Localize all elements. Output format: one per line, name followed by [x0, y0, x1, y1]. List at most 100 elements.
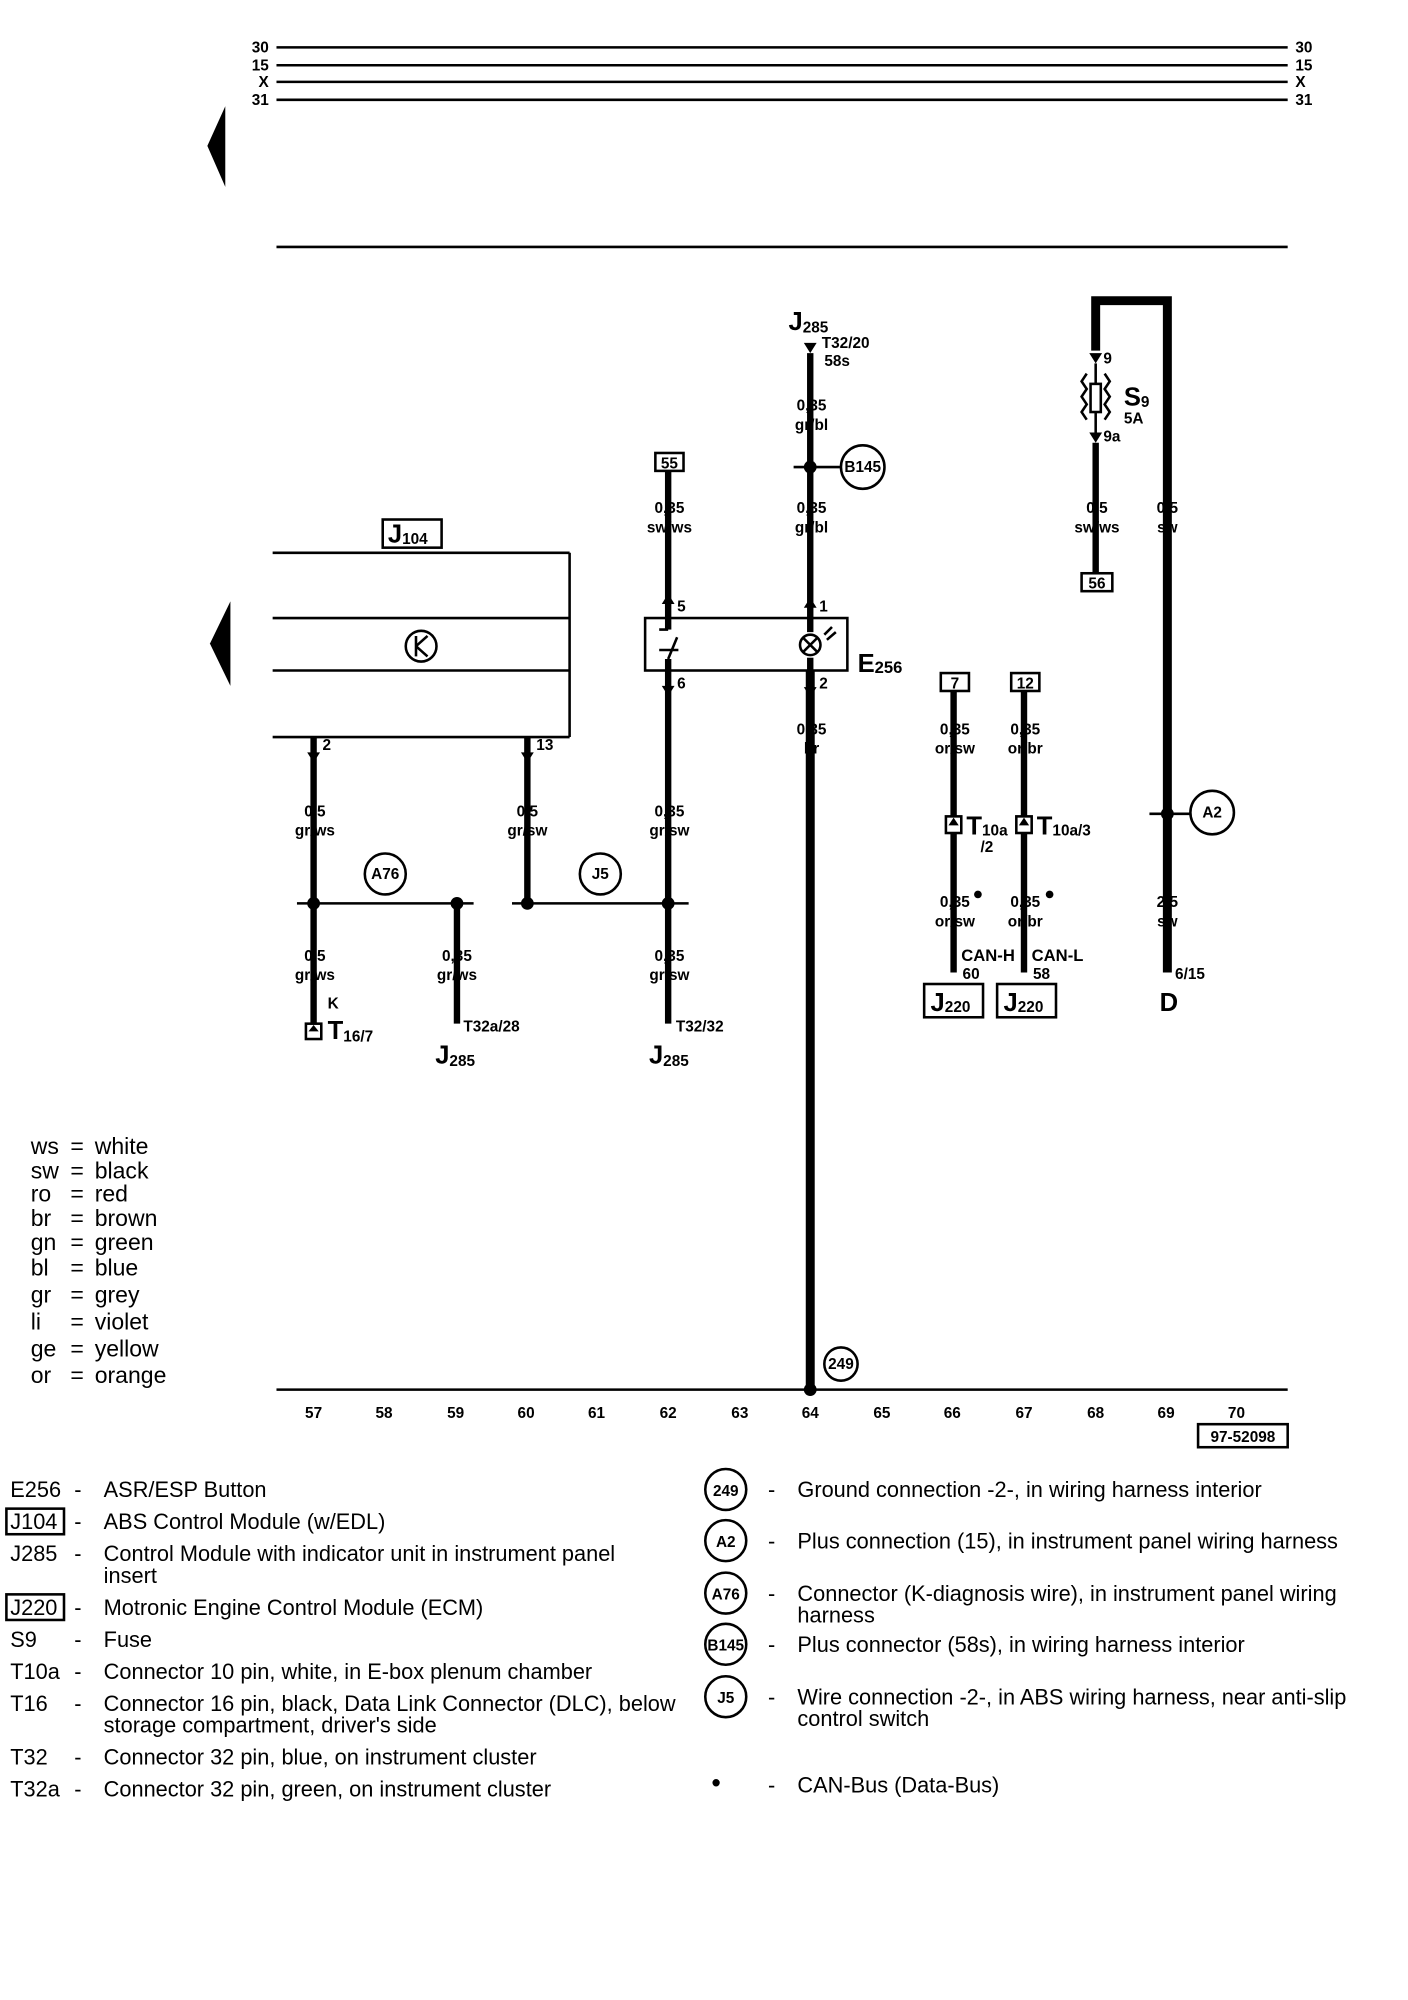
rail-label-right: 30 [1295, 39, 1312, 56]
legend-symbol-circle [704, 1622, 748, 1667]
legend-desc: Wire connection -2-, in ABS wiring harne… [797, 1684, 1346, 1709]
wire-size: 0,5 [1157, 500, 1179, 517]
legend-code: J104 [10, 1509, 57, 1534]
legend-dash: - [768, 1528, 775, 1553]
legend-symbol-circle [704, 1674, 748, 1719]
color-eq: = [70, 1133, 83, 1159]
k-line-group: 2 0,5 gr/ws A76 0,5 gr/ws K T16/7 0,35 g… [295, 737, 520, 1070]
legend-dash: - [74, 1595, 81, 1620]
color-name: black [95, 1158, 149, 1184]
terminal-box-56 [1080, 571, 1114, 593]
legend-code: T10a [10, 1659, 60, 1684]
wire-size: 0,35 [797, 500, 827, 517]
j285-label: J285 [788, 308, 828, 337]
light-ray-icon [823, 626, 837, 641]
wire-size: 0,35 [797, 398, 827, 415]
legend-desc: Connector 32 pin, green, on instrument c… [104, 1777, 551, 1802]
legend-code: E256 [10, 1477, 61, 1502]
legend-desc: harness [797, 1603, 875, 1628]
wire-color: gr/sw [507, 823, 547, 840]
can-bus-dot-icon [1045, 890, 1054, 899]
legend-symbol: J5 [717, 1690, 735, 1707]
legend-symbol-circle [704, 1467, 748, 1512]
wire-size: 2,5 [1157, 894, 1179, 911]
e256-button: E256 [643, 616, 902, 678]
legend-code: T32 [10, 1745, 47, 1770]
track-number: 70 [1228, 1405, 1245, 1422]
wire-color: gr/bl [795, 519, 828, 536]
wire-size: 0,35 [797, 721, 827, 738]
node-label: 249 [828, 1356, 854, 1373]
track-number: 57 [305, 1405, 322, 1422]
k-label: K [328, 995, 339, 1012]
j285-label: J285 [649, 1041, 689, 1070]
j220-label: J220 [931, 989, 971, 1017]
terminal-label: 56 [1088, 576, 1105, 593]
legend-left: E256 - ASR/ESP Button J104 - ABS Control… [5, 1477, 676, 1802]
k-diagnosis-icon [404, 629, 438, 663]
k-diagnosis-icon [414, 635, 429, 658]
wire-color: sw [1157, 519, 1178, 536]
color-code: br [31, 1205, 52, 1231]
wire-color: gr/ws [295, 967, 335, 984]
legend-symbol-dot: • [712, 1769, 721, 1797]
wire-size: 0,5 [517, 803, 539, 820]
color-code: bl [31, 1255, 49, 1281]
track-number: 60 [518, 1405, 535, 1422]
pin-label: 2 [819, 675, 828, 692]
legend-desc: Connector 32 pin, blue, on instrument cl… [104, 1745, 537, 1770]
j220-box [922, 982, 985, 1019]
wire-size: 0,35 [655, 500, 685, 517]
fuse-icon [1089, 382, 1103, 414]
wire-size: 0,5 [304, 803, 326, 820]
power-rails: 30 15 X 31 30 15 X 31 [252, 39, 1313, 249]
pin-label: 60 [963, 966, 980, 983]
legend-desc: Ground connection -2-, in wiring harness… [797, 1477, 1261, 1502]
node-label: B145 [844, 459, 881, 476]
fuse-group: 9 S9 5A 9a 0,5 sw/ws 56 0,5 sw A2 2,5 sw… [1074, 296, 1236, 1017]
color-eq: = [70, 1158, 83, 1184]
pin-label: 6 [677, 675, 686, 692]
j104-label-box [381, 518, 443, 549]
legend-desc: ABS Control Module (w/EDL) [104, 1509, 386, 1534]
wire-size: 0,5 [304, 948, 326, 965]
wire-size: 0,35 [655, 803, 685, 820]
pin-label: 1 [819, 599, 828, 616]
color-name: white [94, 1133, 149, 1159]
pin-label: T32/32 [676, 1018, 724, 1035]
rail-label-left: X [259, 74, 270, 91]
a76-node [363, 852, 408, 896]
wire-size: 0,35 [940, 894, 970, 911]
color-name: red [95, 1181, 128, 1207]
legend-desc: CAN-Bus (Data-Bus) [797, 1773, 999, 1798]
terminal-label: 55 [661, 455, 679, 472]
pin-label: 6/15 [1175, 966, 1205, 983]
legend-code: T32a [10, 1777, 60, 1802]
pin-label: 9 [1103, 350, 1112, 367]
wire-color: gr/ws [295, 823, 335, 840]
legend-dash: - [768, 1773, 775, 1798]
continuation-arrow-icon [209, 601, 231, 686]
legend-dash: - [74, 1745, 81, 1770]
switch-icon [659, 628, 679, 660]
legend-desc: Fuse [104, 1627, 152, 1652]
j5-node [578, 852, 623, 896]
color-eq: = [70, 1205, 83, 1231]
pin-label: 5 [677, 599, 686, 616]
color-eq: = [70, 1282, 83, 1308]
legend-dash: - [74, 1691, 81, 1716]
legend-dash: - [74, 1477, 81, 1502]
legend-dash: - [74, 1509, 81, 1534]
track-number: 64 [802, 1405, 820, 1422]
continuation-arrow-icon [207, 106, 226, 187]
legend-code: S9 [10, 1627, 37, 1652]
supply-wire [1091, 296, 1172, 973]
color-code: gr [31, 1282, 52, 1308]
legend-dash: - [74, 1627, 81, 1652]
b145-node [839, 444, 886, 491]
wire-color: br [804, 741, 819, 758]
color-eq: = [70, 1362, 83, 1388]
track-number: 66 [944, 1405, 961, 1422]
track-64: J285 T32/20 58s 0,35 gr/bl B145 0,35 gr/… [788, 308, 886, 1397]
rail-label-left: 31 [252, 92, 270, 109]
